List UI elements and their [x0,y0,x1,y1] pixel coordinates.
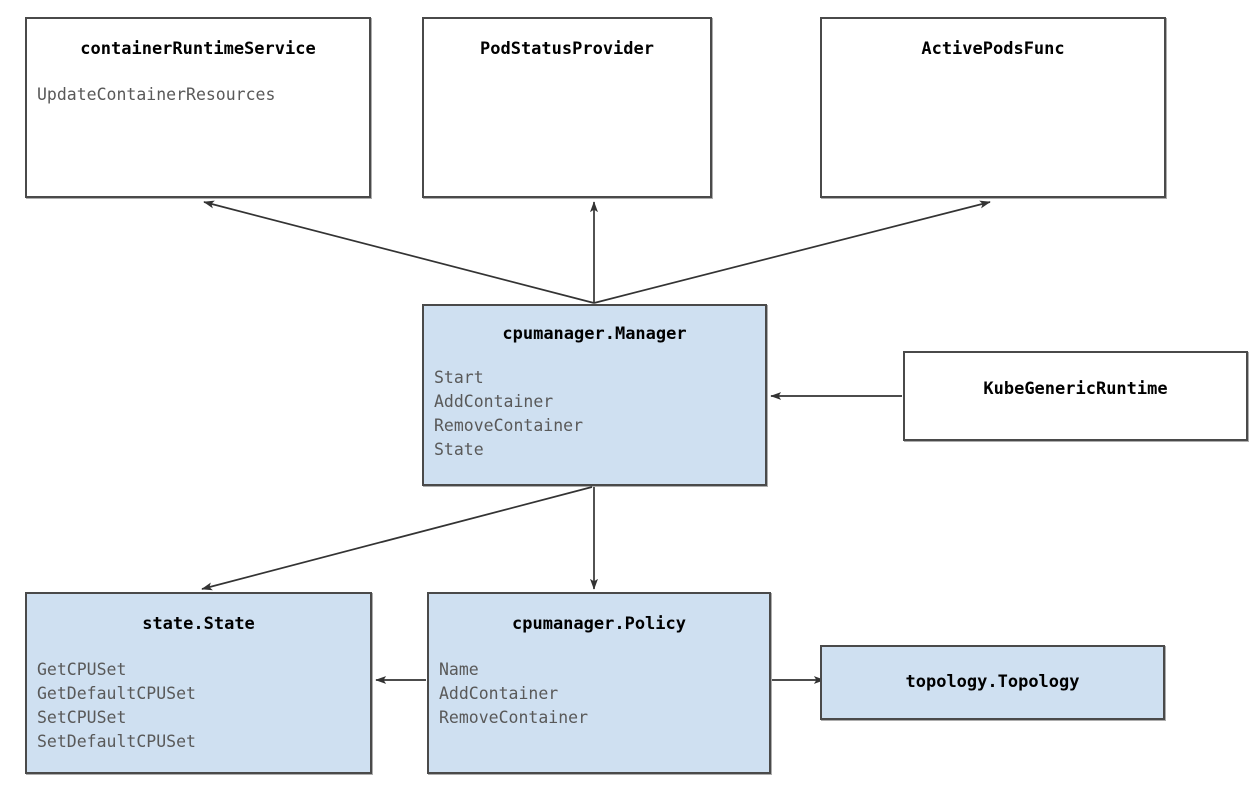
class-title: topology.Topology [905,672,1080,692]
class-members: Name AddContainer RemoveContainer [439,660,589,727]
class-box-cpumanager-manager[interactable]: cpumanager.Manager Start AddContainer Re… [422,304,767,486]
class-title: PodStatusProvider [480,39,654,59]
edge-manager-to-container-runtime-service [203,200,595,304]
class-title: containerRuntimeService [80,39,316,59]
edge-manager-to-active-pods-func [593,200,991,304]
class-box-kube-generic-runtime[interactable]: KubeGenericRuntime [903,351,1248,441]
class-box-cpumanager-policy[interactable]: cpumanager.Policy Name AddContainer Remo… [427,592,771,774]
class-title: KubeGenericRuntime [983,379,1168,399]
class-members: UpdateContainerResources [37,85,276,104]
class-title: ActivePodsFunc [921,39,1065,59]
class-box-pod-status-provider[interactable]: PodStatusProvider [422,17,712,198]
class-box-topology-topology[interactable]: topology.Topology [820,645,1165,720]
class-box-state-state[interactable]: state.State GetCPUSet GetDefaultCPUSet S… [25,592,372,774]
class-title: cpumanager.Policy [512,614,686,634]
class-box-active-pods-func[interactable]: ActivePodsFunc [820,17,1166,198]
edge-manager-to-state-state [201,486,593,591]
class-members: Start AddContainer RemoveContainer State [434,368,584,459]
class-title: state.State [142,614,255,634]
class-box-container-runtime-service[interactable]: containerRuntimeService UpdateContainerR… [25,17,371,198]
class-title: cpumanager.Manager [502,324,687,344]
class-members: GetCPUSet GetDefaultCPUSet SetCPUSet Set… [37,660,196,751]
